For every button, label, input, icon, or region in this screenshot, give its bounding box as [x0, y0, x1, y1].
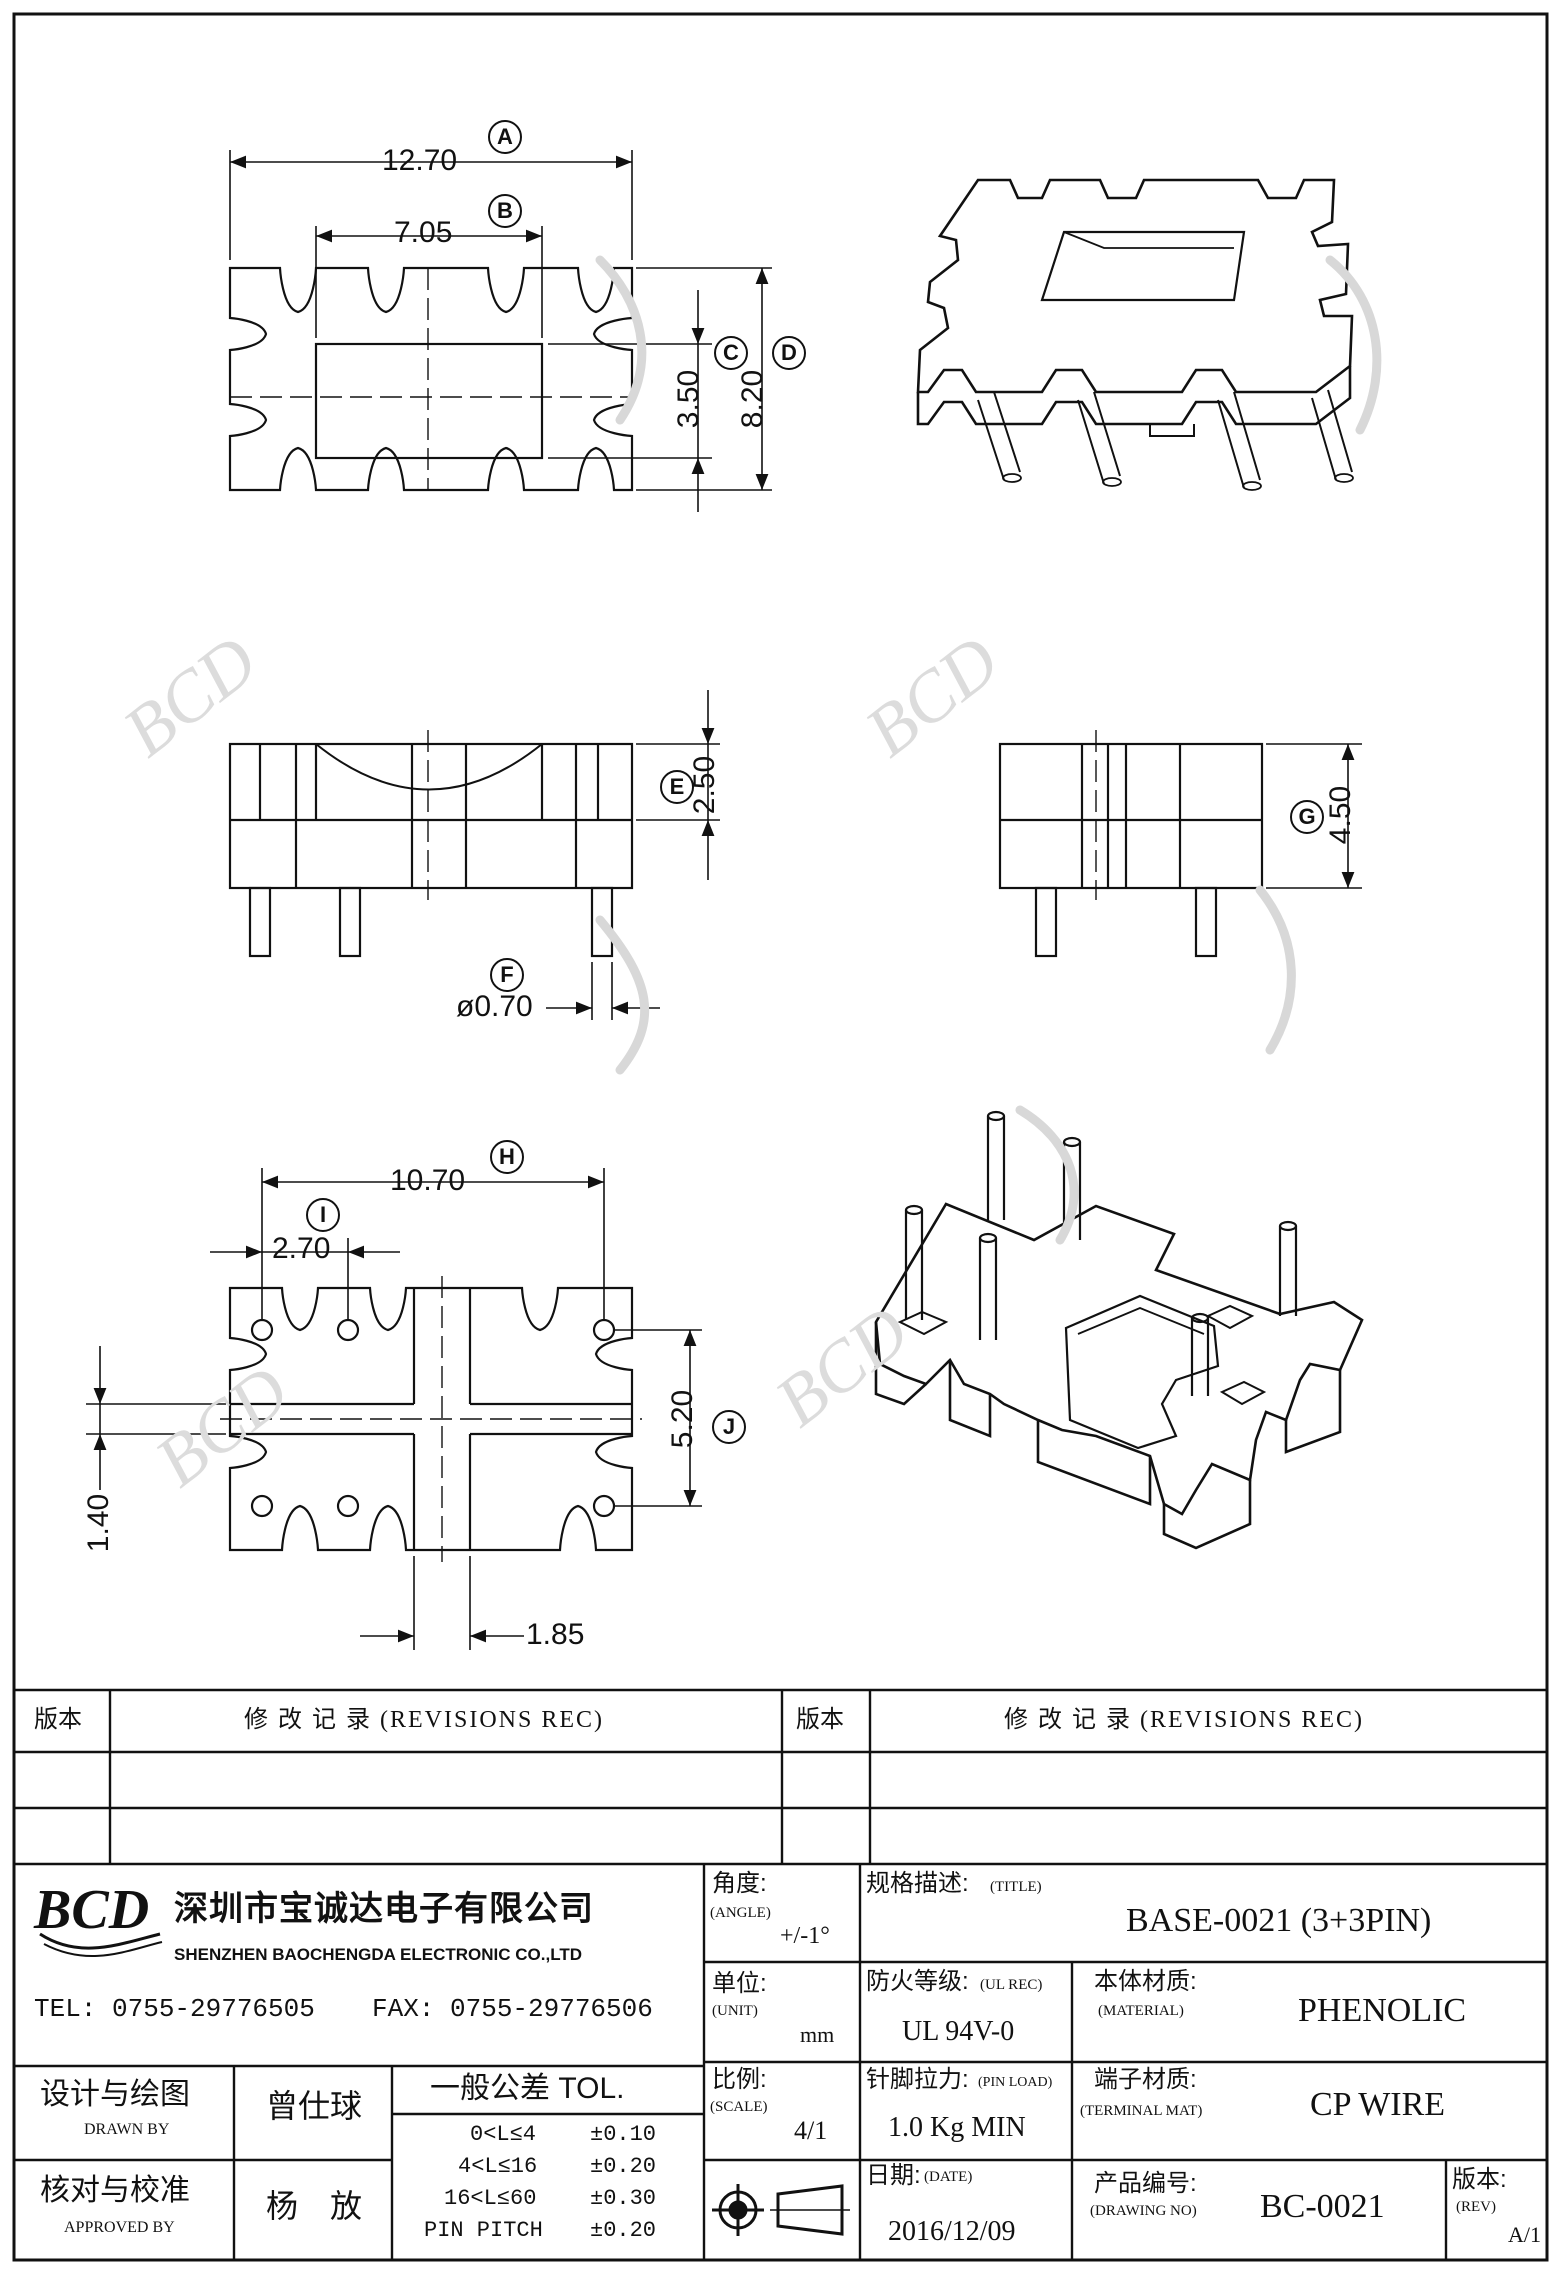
dim-e-value: 2.50: [688, 755, 722, 815]
dim-h-letter: H: [490, 1140, 524, 1174]
ul-label: 防火等级:: [866, 1968, 969, 1995]
unit-sub: (UNIT): [712, 2003, 758, 2019]
rev-rec-header-left: 修 改 记 录 (REVISIONS REC): [244, 1707, 605, 1733]
drawn-label: 设计与绘图: [40, 2078, 190, 2111]
side-view: [998, 730, 1264, 958]
approved-sub: APPROVED BY: [64, 2219, 175, 2236]
dim-a-letter: A: [488, 120, 522, 154]
company-logo: [39, 1932, 163, 1957]
company-fax: FAX: 0755-29776506: [372, 1994, 653, 2024]
material-label: 本体材质:: [1094, 1968, 1197, 1995]
top-view: [228, 266, 634, 492]
angle-label: 角度:: [712, 1870, 767, 1897]
iso-view-bottom: [874, 1110, 1364, 1550]
rev-value: A/1: [1508, 2222, 1541, 2247]
scale-sub: (SCALE): [710, 2099, 768, 2115]
dim-j-letter: J: [712, 1410, 746, 1444]
dim-g-value: 4.50: [1324, 785, 1358, 845]
tol-range: 0<L≤4: [470, 2122, 537, 2147]
tol-range: 4<L≤16: [458, 2154, 538, 2179]
unit-value: mm: [800, 2022, 835, 2047]
title-block-grid: [14, 1688, 1547, 2260]
dim-c-value: 3.50: [672, 369, 706, 429]
date-label: 日期:: [866, 2162, 921, 2189]
dim-b-letter: B: [488, 194, 522, 228]
company-name-cn: 深圳市宝诚达电子有限公司: [174, 1890, 594, 1928]
dim-i-value: 2.70: [272, 1232, 331, 1265]
dim-d-value: 8.20: [736, 369, 770, 429]
iso-view-top: [916, 178, 1354, 491]
angle-value: +/-1°: [780, 1923, 830, 1949]
tol-range: PIN PITCH: [424, 2218, 543, 2243]
date-sub: (DATE): [924, 2169, 973, 2185]
terminal-label: 端子材质:: [1094, 2066, 1197, 2093]
rev-sub: (REV): [1456, 2199, 1496, 2215]
material-value: PHENOLIC: [1298, 1992, 1467, 2029]
angle-sub: (ANGLE): [710, 1905, 771, 1921]
dim-h-value: 10.70: [390, 1164, 466, 1197]
pinload-label: 针脚拉力:: [866, 2066, 969, 2093]
date-value: 2016/12/09: [888, 2216, 1016, 2247]
pinload-sub: (PIN LOAD): [978, 2075, 1053, 2090]
dim-l-value: 1.85: [526, 1618, 585, 1651]
unit-label: 单位:: [712, 1970, 767, 1997]
terminal-value: CP WIRE: [1310, 2086, 1446, 2123]
dim-g-letter: G: [1290, 800, 1324, 834]
dim-c-letter: C: [714, 336, 748, 370]
title-value: BASE-0021 (3+3PIN): [1126, 1902, 1432, 1939]
projection-symbol-icon: [712, 2184, 850, 2236]
dim-e-letter: E: [660, 770, 694, 804]
bottom-view-dims: [86, 1168, 702, 1650]
sheet-border: [12, 12, 1549, 2262]
drawn-name: 曾仕球: [266, 2088, 363, 2124]
drawing-no-value: BC-0021: [1260, 2188, 1385, 2225]
dim-b-value: 7.05: [394, 216, 453, 249]
dim-j-value: 5.20: [666, 1389, 700, 1449]
drawn-sub: DRAWN BY: [84, 2121, 170, 2138]
company-tel: TEL: 0755-29776505: [34, 1994, 315, 2024]
company-logo-text: BCD: [34, 1879, 150, 1941]
dim-k-value: 1.40: [82, 1493, 116, 1553]
title-label: 规格描述:: [866, 1870, 969, 1897]
material-sub: (MATERIAL): [1098, 2003, 1184, 2019]
rev-rec-header-right: 修 改 记 录 (REVISIONS REC): [1004, 1707, 1365, 1733]
rev-label: 版本:: [1452, 2166, 1507, 2193]
tol-value: ±0.10: [590, 2122, 657, 2147]
front-view-dims: [546, 690, 720, 1020]
company-name-en: SHENZHEN BAOCHENGDA ELECTRONIC CO.,LTD: [174, 1945, 582, 1964]
dim-d-letter: D: [772, 336, 806, 370]
ul-sub: (UL REC): [980, 1977, 1043, 1993]
rev-ver-header-right: 版本: [796, 1706, 844, 1733]
side-view-dims: [1266, 743, 1362, 889]
scale-value: 4/1: [794, 2116, 828, 2145]
tol-value: ±0.20: [590, 2218, 657, 2243]
tol-value: ±0.20: [590, 2154, 657, 2179]
pinload-value: 1.0 Kg MIN: [888, 2112, 1026, 2143]
watermark-layer: [595, 255, 1382, 1245]
ul-value: UL 94V-0: [902, 2016, 1015, 2047]
dim-i-letter: I: [306, 1198, 340, 1232]
drawing-no-label: 产品编号:: [1094, 2170, 1197, 2197]
title-sub: (TITLE): [990, 1879, 1042, 1895]
drawing-no-sub: (DRAWING NO): [1090, 2203, 1197, 2219]
scale-label: 比例:: [712, 2066, 767, 2093]
dim-a-value: 12.70: [382, 144, 458, 177]
approved-name: 杨 放: [266, 2188, 363, 2224]
tol-value: ±0.30: [590, 2186, 657, 2211]
rev-ver-header-left: 版本: [34, 1706, 82, 1733]
dim-f-letter: F: [490, 958, 524, 992]
front-view: [228, 730, 634, 958]
tol-range: 16<L≤60: [444, 2186, 537, 2211]
approved-label: 核对与校准: [40, 2174, 190, 2207]
dim-f-value: ø0.70: [456, 990, 533, 1023]
top-view-dims: [229, 150, 772, 512]
tolerance-label: 一般公差 TOL.: [430, 2072, 625, 2105]
terminal-sub: (TERMINAL MAT): [1080, 2103, 1203, 2119]
